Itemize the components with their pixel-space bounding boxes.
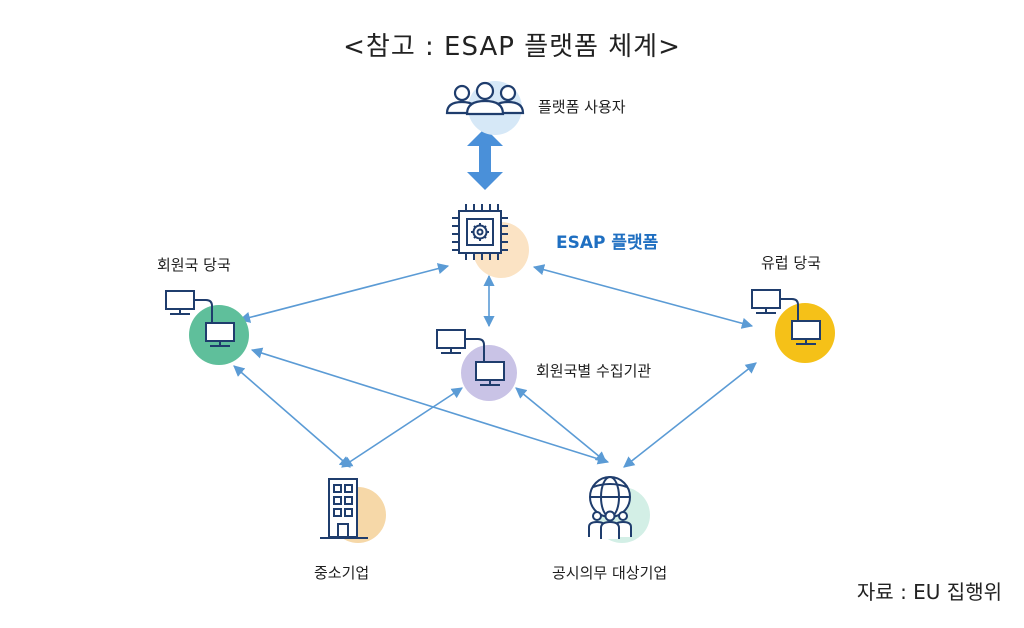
- collection-body-node: [436, 329, 517, 401]
- arrow-collection-body-disclosure-firm: [515, 387, 607, 463]
- arrow-platform-eu-authority: [532, 264, 754, 329]
- platform-users-node: [445, 81, 525, 135]
- arrow-platform-member-state: [238, 263, 450, 323]
- arrow-eu-authority-disclosure-firm: [623, 362, 757, 468]
- disclosure-firm-node: [588, 476, 650, 543]
- disclosure-firm-label: 공시의무 대상기업: [552, 564, 668, 582]
- member-state-label: 회원국 당국: [157, 256, 231, 274]
- platform-users-label: 플랫폼 사용자: [538, 98, 626, 116]
- computers-icon: [436, 329, 505, 386]
- sme-node: [320, 478, 386, 543]
- chip-icon: [452, 204, 508, 260]
- member-state-node: [165, 290, 249, 365]
- eu-authority-node: [751, 289, 835, 363]
- diagram-title: <참고 : ESAP 플랫폼 체계>: [343, 32, 681, 62]
- connectors: [233, 263, 757, 468]
- collection-body-label: 회원국별 수집기관: [536, 362, 652, 380]
- arrow-collection-body-sme: [341, 387, 463, 468]
- users-platform-double-arrow: [467, 128, 503, 190]
- arrow-member-state-sme: [233, 365, 351, 468]
- computers-icon: [751, 289, 821, 345]
- eu-authority-label: 유럽 당국: [761, 254, 821, 272]
- sme-label: 중소기업: [314, 564, 370, 582]
- globe-people-icon: [588, 476, 632, 539]
- building-icon: [320, 478, 368, 539]
- source-note: 자료 : EU 집행위: [856, 580, 1002, 604]
- user-group-icon: [445, 81, 525, 116]
- esap-platform-label: ESAP 플랫폼: [556, 233, 659, 253]
- esap-platform-node: [452, 204, 529, 278]
- computers-icon: [165, 290, 235, 347]
